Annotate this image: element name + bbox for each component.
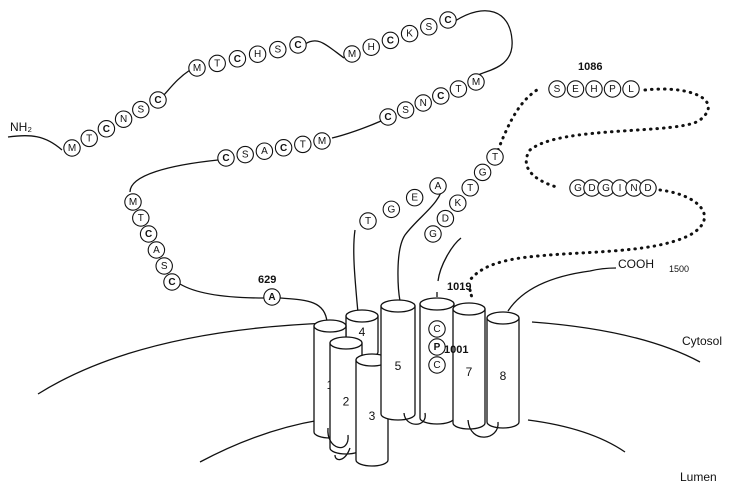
loop-g1019-i: [438, 238, 461, 281]
residue-label-group-a-2: T: [86, 133, 92, 144]
membrane-bottom-line: [200, 420, 320, 462]
residue-label-group-k-3: G: [602, 183, 610, 194]
residue-label-group-g-1: A: [268, 292, 275, 303]
helix-label-3: 3: [369, 409, 376, 423]
loop-h8-cooh: [508, 268, 616, 311]
n-terminus-tail: [8, 136, 62, 150]
residue-label-group-f-5: S: [161, 261, 168, 272]
residue-label-group-i-2: D: [442, 214, 449, 225]
backbone-c-d: [455, 11, 512, 79]
dotted-j-k: [526, 89, 708, 188]
residue-label-group-c-2: H: [368, 42, 375, 53]
membrane-top-line-right: [532, 322, 700, 362]
residue-label-group-c-4: K: [406, 29, 413, 40]
dotted-i-j: [498, 88, 540, 150]
residue-label-group-c-5: S: [425, 22, 432, 33]
helix-layer: 41235678: [314, 298, 519, 466]
c-terminus-label: COOH: [618, 257, 654, 271]
residue-label-group-f-1: M: [129, 197, 137, 208]
residue-label-group-i-6: T: [492, 152, 498, 163]
residue-label-group-b-3: C: [234, 54, 241, 65]
residue-label-group-f-6: C: [168, 277, 175, 288]
residue-label-group-l-3: C: [433, 360, 440, 371]
backbone-e-f: [130, 160, 218, 192]
residue-label-group-d-6: M: [472, 77, 480, 88]
residue-label-group-l-1: C: [433, 324, 440, 335]
c-terminus-number: 1500: [669, 264, 689, 274]
residue-label-group-a-1: M: [68, 143, 76, 154]
residue-label-group-k-1: G: [574, 183, 582, 194]
helix-label-7: 7: [466, 365, 473, 379]
residue-label-group-d-1: C: [384, 112, 391, 123]
residue-label-group-h-3: E: [411, 193, 418, 204]
residue-label-group-b-6: C: [294, 40, 301, 51]
helix-5: 5: [381, 300, 415, 420]
residue-label-group-f-3: C: [145, 229, 152, 240]
helix-label-5: 5: [395, 359, 402, 373]
residue-label-group-j-1: S: [554, 84, 561, 95]
position-1019-label: 1019: [447, 281, 471, 293]
residue-label-group-i-4: T: [467, 183, 473, 194]
loop-h4-h: [354, 230, 358, 313]
residue-label-group-d-3: N: [420, 98, 427, 109]
residue-label-group-k-6: D: [644, 183, 651, 194]
residue-label-group-i-5: G: [479, 167, 487, 178]
residue-label-group-j-3: H: [590, 84, 597, 95]
residue-label-group-j-2: E: [572, 84, 579, 95]
helix-7: 7: [453, 303, 485, 429]
residue-label-group-b-4: H: [254, 49, 261, 60]
residue-label-group-i-1: G: [429, 229, 437, 240]
residue-label-group-e-3: A: [261, 146, 268, 157]
helix-label-8: 8: [500, 369, 507, 383]
membrane-top-line: [38, 323, 330, 394]
position-1086-label: 1086: [578, 61, 602, 73]
residue-label-group-h-1: T: [365, 216, 371, 227]
residue-label-group-j-4: P: [609, 84, 616, 95]
backbone-f-g: [180, 284, 264, 298]
residue-label-group-a-6: C: [154, 95, 161, 106]
residue-label-group-b-1: M: [193, 63, 201, 74]
residue-label-group-e-2: S: [242, 150, 249, 161]
residue-label-group-e-4: C: [280, 143, 287, 154]
residue-label-group-h-2: G: [387, 204, 395, 215]
backbone-b-c: [305, 41, 344, 58]
residue-label-group-k-2: D: [588, 183, 595, 194]
residue-label-group-i-3: K: [454, 198, 461, 209]
residue-label-group-k-4: I: [619, 183, 622, 194]
helix-8: 8: [487, 312, 519, 428]
residue-label-group-c-6: C: [444, 15, 451, 26]
helix-label-4: 4: [359, 325, 366, 339]
membrane-bottom-line-right: [528, 420, 625, 452]
position-629-label: 629: [258, 274, 276, 286]
residue-label-group-d-4: C: [437, 91, 444, 102]
position-1001-label: 1001: [444, 344, 468, 356]
backbone-g-h1: [280, 298, 327, 322]
residue-label-group-a-5: S: [137, 105, 144, 116]
residue-label-group-k-5: N: [630, 183, 637, 194]
residue-label-group-l-2: P: [434, 342, 441, 353]
residue-label-group-e-1: C: [222, 153, 229, 164]
residue-label-group-d-5: T: [455, 84, 461, 95]
residue-label-group-h-4: A: [435, 181, 442, 192]
residue-label-group-a-3: C: [103, 124, 110, 135]
residue-label-group-e-5: T: [300, 139, 306, 150]
lumen-label: Lumen: [680, 470, 717, 484]
residue-label-group-b-2: T: [214, 58, 220, 69]
residue-label-group-e-6: M: [318, 136, 326, 147]
residue-label-group-f-2: T: [138, 213, 144, 224]
residue-label-group-j-5: L: [628, 84, 634, 95]
residue-label-group-c-1: M: [348, 49, 356, 60]
helix-label-2: 2: [343, 395, 350, 409]
cytosol-label: Cytosol: [682, 334, 722, 348]
residue-label-group-d-2: S: [402, 105, 409, 116]
n-terminus-label: NH₂: [10, 120, 32, 134]
residue-label-group-b-5: S: [274, 45, 281, 56]
residue-label-group-f-4: A: [153, 245, 160, 256]
residue-label-group-a-4: N: [120, 114, 127, 125]
backbone-d-e: [332, 121, 381, 138]
backbone-a-b: [163, 70, 190, 96]
residue-label-group-c-3: C: [387, 35, 394, 46]
